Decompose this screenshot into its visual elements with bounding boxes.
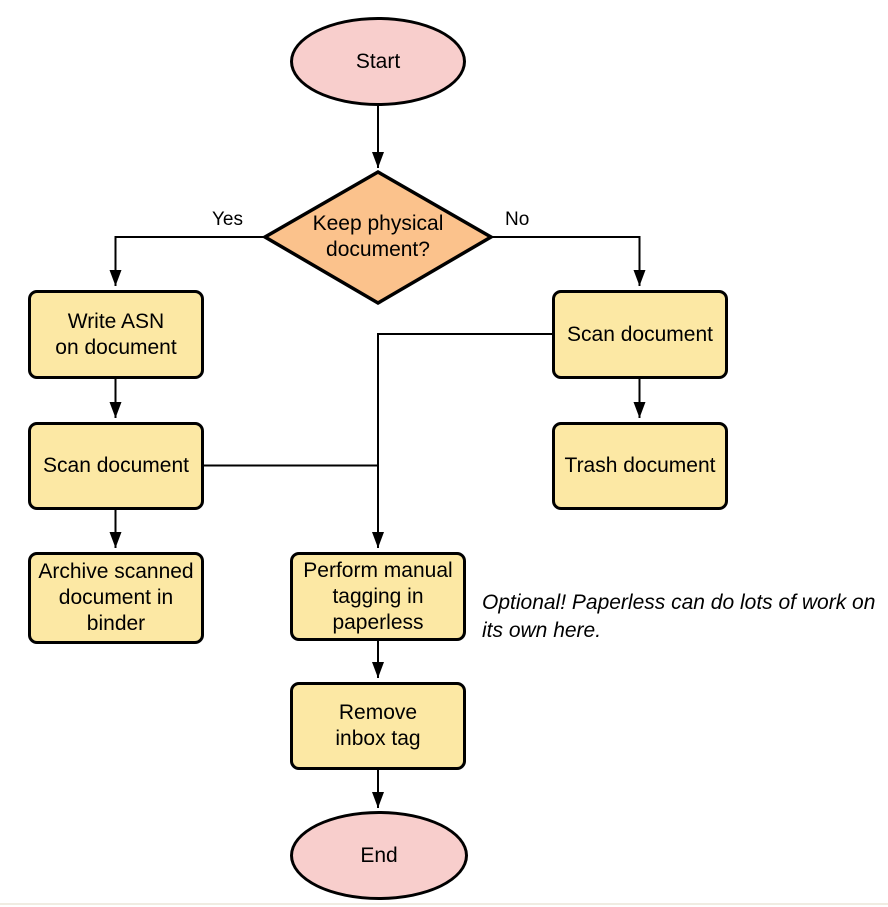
edge-label-no: No: [505, 209, 530, 230]
node-scan-document-right: Scan document: [552, 290, 728, 379]
node-manual-tagging: Perform manual tagging in paperless: [290, 552, 466, 641]
node-remove-inbox-tag-label: Remove inbox tag: [335, 701, 421, 750]
node-archive-document-label: Archive scanned document in binder: [38, 560, 194, 635]
edge-label-yes: Yes: [212, 209, 243, 230]
node-archive-document: Archive scanned document in binder: [28, 552, 204, 644]
node-remove-inbox-tag: Remove inbox tag: [290, 682, 466, 770]
edge-decision-no-to-scan-right: [491, 236, 646, 286]
decision-diamond-shape: [261, 169, 495, 306]
node-end: End: [290, 811, 468, 900]
node-write-asn: Write ASN on document: [28, 290, 204, 379]
node-scan-document-right-label: Scan document: [567, 322, 713, 346]
node-end-label: End: [360, 843, 398, 867]
edge-scan-right-to-tagging: [372, 333, 552, 548]
bottom-rule: [0, 903, 888, 905]
node-decision: Keep physical document?: [283, 205, 473, 269]
node-scan-document-left: Scan document: [28, 422, 204, 510]
node-trash-document: Trash document: [552, 422, 728, 510]
annotation-note: Optional! Paperless can do lots of work …: [482, 591, 876, 642]
node-decision-label: Keep physical document?: [312, 212, 444, 261]
node-manual-tagging-label: Perform manual tagging in paperless: [303, 558, 453, 634]
node-write-asn-label: Write ASN on document: [55, 309, 177, 359]
node-start-label: Start: [355, 49, 401, 73]
node-trash-document-label: Trash document: [564, 454, 716, 477]
node-start: Start: [290, 17, 466, 106]
edge-decision-yes-to-write-asn: [109, 236, 265, 286]
node-scan-document-left-label: Scan document: [43, 454, 189, 477]
